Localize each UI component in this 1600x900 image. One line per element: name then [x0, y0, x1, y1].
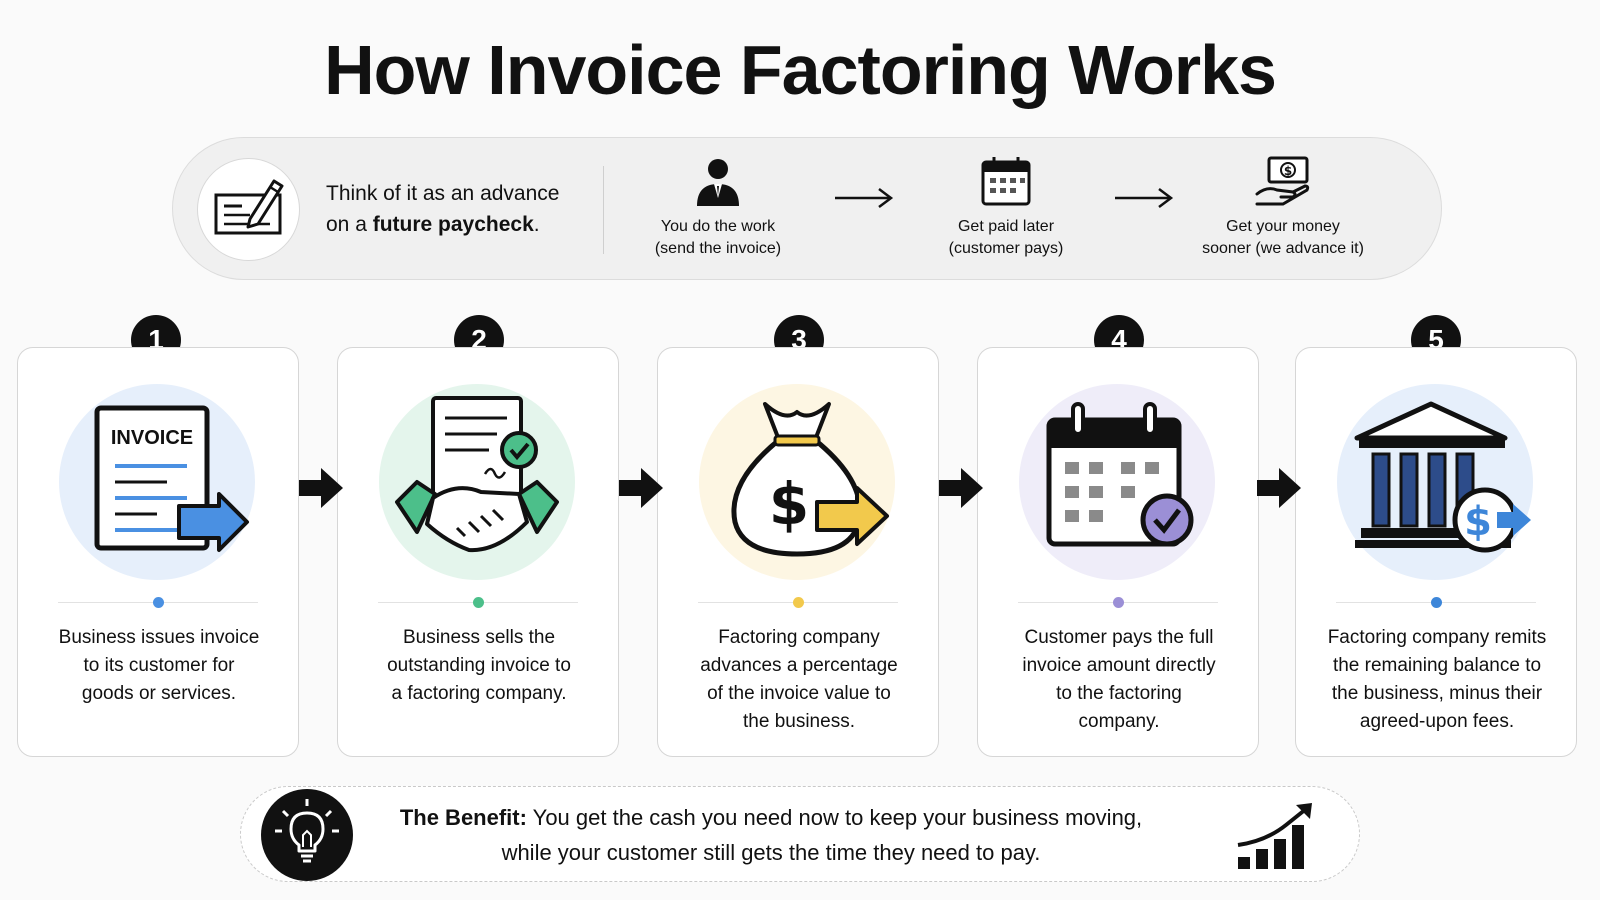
mini-step-money-sooner: $ Get your money sooner (we advance it)	[1173, 154, 1393, 260]
desc-line: the business, minus their	[1331, 683, 1543, 704]
accent-dot	[473, 597, 484, 608]
step-description: Business sells the outstanding invoice t…	[354, 624, 604, 708]
desc-line: outstanding invoice to	[387, 655, 571, 676]
mini-step-paid-later-line2: (customer pays)	[948, 240, 1064, 257]
step-card-3: $ Factoring company advances a percentag…	[657, 347, 939, 757]
desc-line: Business issues invoice	[58, 627, 260, 648]
analogy-tagline: Think of it as an advance on a future pa…	[326, 178, 559, 240]
desc-line: advances a percentage	[700, 655, 898, 676]
flow-arrow-icon	[299, 468, 343, 508]
flow-arrow-icon	[1257, 468, 1301, 508]
worker-icon	[697, 159, 739, 206]
step-card-5: $ Factoring company remits the remaining…	[1295, 347, 1577, 757]
desc-line: to the factoring	[1056, 683, 1182, 704]
tagline-line1: Think of it as an advance	[326, 182, 560, 205]
desc-line: the remaining balance to	[1332, 655, 1542, 676]
arrow-right-icon	[835, 188, 894, 208]
desc-line: a factoring company.	[391, 683, 567, 704]
page-title: How Invoice Factoring Works	[324, 31, 1277, 109]
lightbulb-icon	[261, 789, 353, 881]
benefit-text: The Benefit: You get the cash you need n…	[371, 800, 1171, 870]
desc-line: goods or services.	[81, 683, 237, 704]
flow-arrow-icon	[939, 468, 983, 508]
svg-text:INVOICE: INVOICE	[111, 427, 193, 449]
svg-text:$: $	[1284, 164, 1292, 178]
mini-step-money-sooner-line1: Get your money	[1226, 218, 1340, 235]
mini-step-money-sooner-line2: sooner (we advance it)	[1202, 240, 1364, 257]
mini-step-work-line2: (send the invoice)	[654, 240, 782, 257]
check-writing-icon	[197, 158, 300, 261]
desc-line: agreed-upon fees.	[1359, 711, 1515, 732]
step-card-4: Customer pays the full invoice amount di…	[977, 347, 1259, 757]
svg-text:$: $	[1464, 499, 1492, 545]
invoice-icon: INVOICE	[59, 384, 255, 580]
calendar-icon	[981, 157, 1031, 206]
desc-line: Factoring company remits	[1327, 627, 1547, 648]
accent-dot	[1431, 597, 1442, 608]
tagline-bold: future paycheck	[372, 213, 534, 236]
bank-icon: $	[1337, 384, 1533, 580]
benefit-line1: The Benefit: You get the cash you need n…	[399, 805, 1143, 830]
svg-text:$: $	[769, 470, 809, 538]
step-description: Customer pays the full invoice amount di…	[994, 624, 1244, 736]
step-description: Factoring company advances a percentage …	[674, 624, 924, 736]
calendar-check-icon	[1019, 384, 1215, 580]
mini-step-work: You do the work (send the invoice)	[623, 154, 813, 260]
desc-line: Business sells the	[402, 627, 556, 648]
desc-line: company.	[1078, 711, 1160, 732]
desc-line: the business.	[743, 711, 855, 732]
desc-line: to its customer for	[83, 655, 235, 676]
cash-in-hand-icon: $	[1255, 156, 1310, 206]
flow-arrow-icon	[619, 468, 663, 508]
accent-dot	[793, 597, 804, 608]
desc-line: Factoring company	[718, 627, 880, 648]
growth-chart-icon	[1237, 803, 1312, 869]
benefit-line2: while your customer still gets the time …	[501, 840, 1041, 865]
analogy-divider	[603, 166, 604, 254]
step-card-1: INVOICE Business issues invoice to its c…	[17, 347, 299, 757]
accent-dot	[1113, 597, 1124, 608]
step-description: Factoring company remits the remaining b…	[1312, 624, 1562, 736]
arrow-right-icon	[1115, 188, 1174, 208]
benefit-banner: The Benefit: You get the cash you need n…	[240, 786, 1360, 882]
mini-step-paid-later: Get paid later (customer pays)	[911, 154, 1101, 260]
money-bag-icon: $	[699, 384, 895, 580]
desc-line: Customer pays the full	[1024, 627, 1214, 648]
mini-step-paid-later-line1: Get paid later	[957, 218, 1055, 235]
benefit-label: The Benefit:	[399, 805, 527, 830]
step-description: Business issues invoice to its customer …	[34, 624, 284, 708]
desc-line: invoice amount directly	[1022, 655, 1216, 676]
mini-step-work-line1: You do the work	[660, 218, 776, 235]
desc-line: of the invoice value to	[707, 683, 891, 704]
handshake-icon	[379, 384, 575, 580]
accent-dot	[153, 597, 164, 608]
analogy-banner: Think of it as an advance on a future pa…	[172, 137, 1442, 280]
tagline-line2: on a future paycheck.	[326, 213, 540, 236]
step-card-2: Business sells the outstanding invoice t…	[337, 347, 619, 757]
